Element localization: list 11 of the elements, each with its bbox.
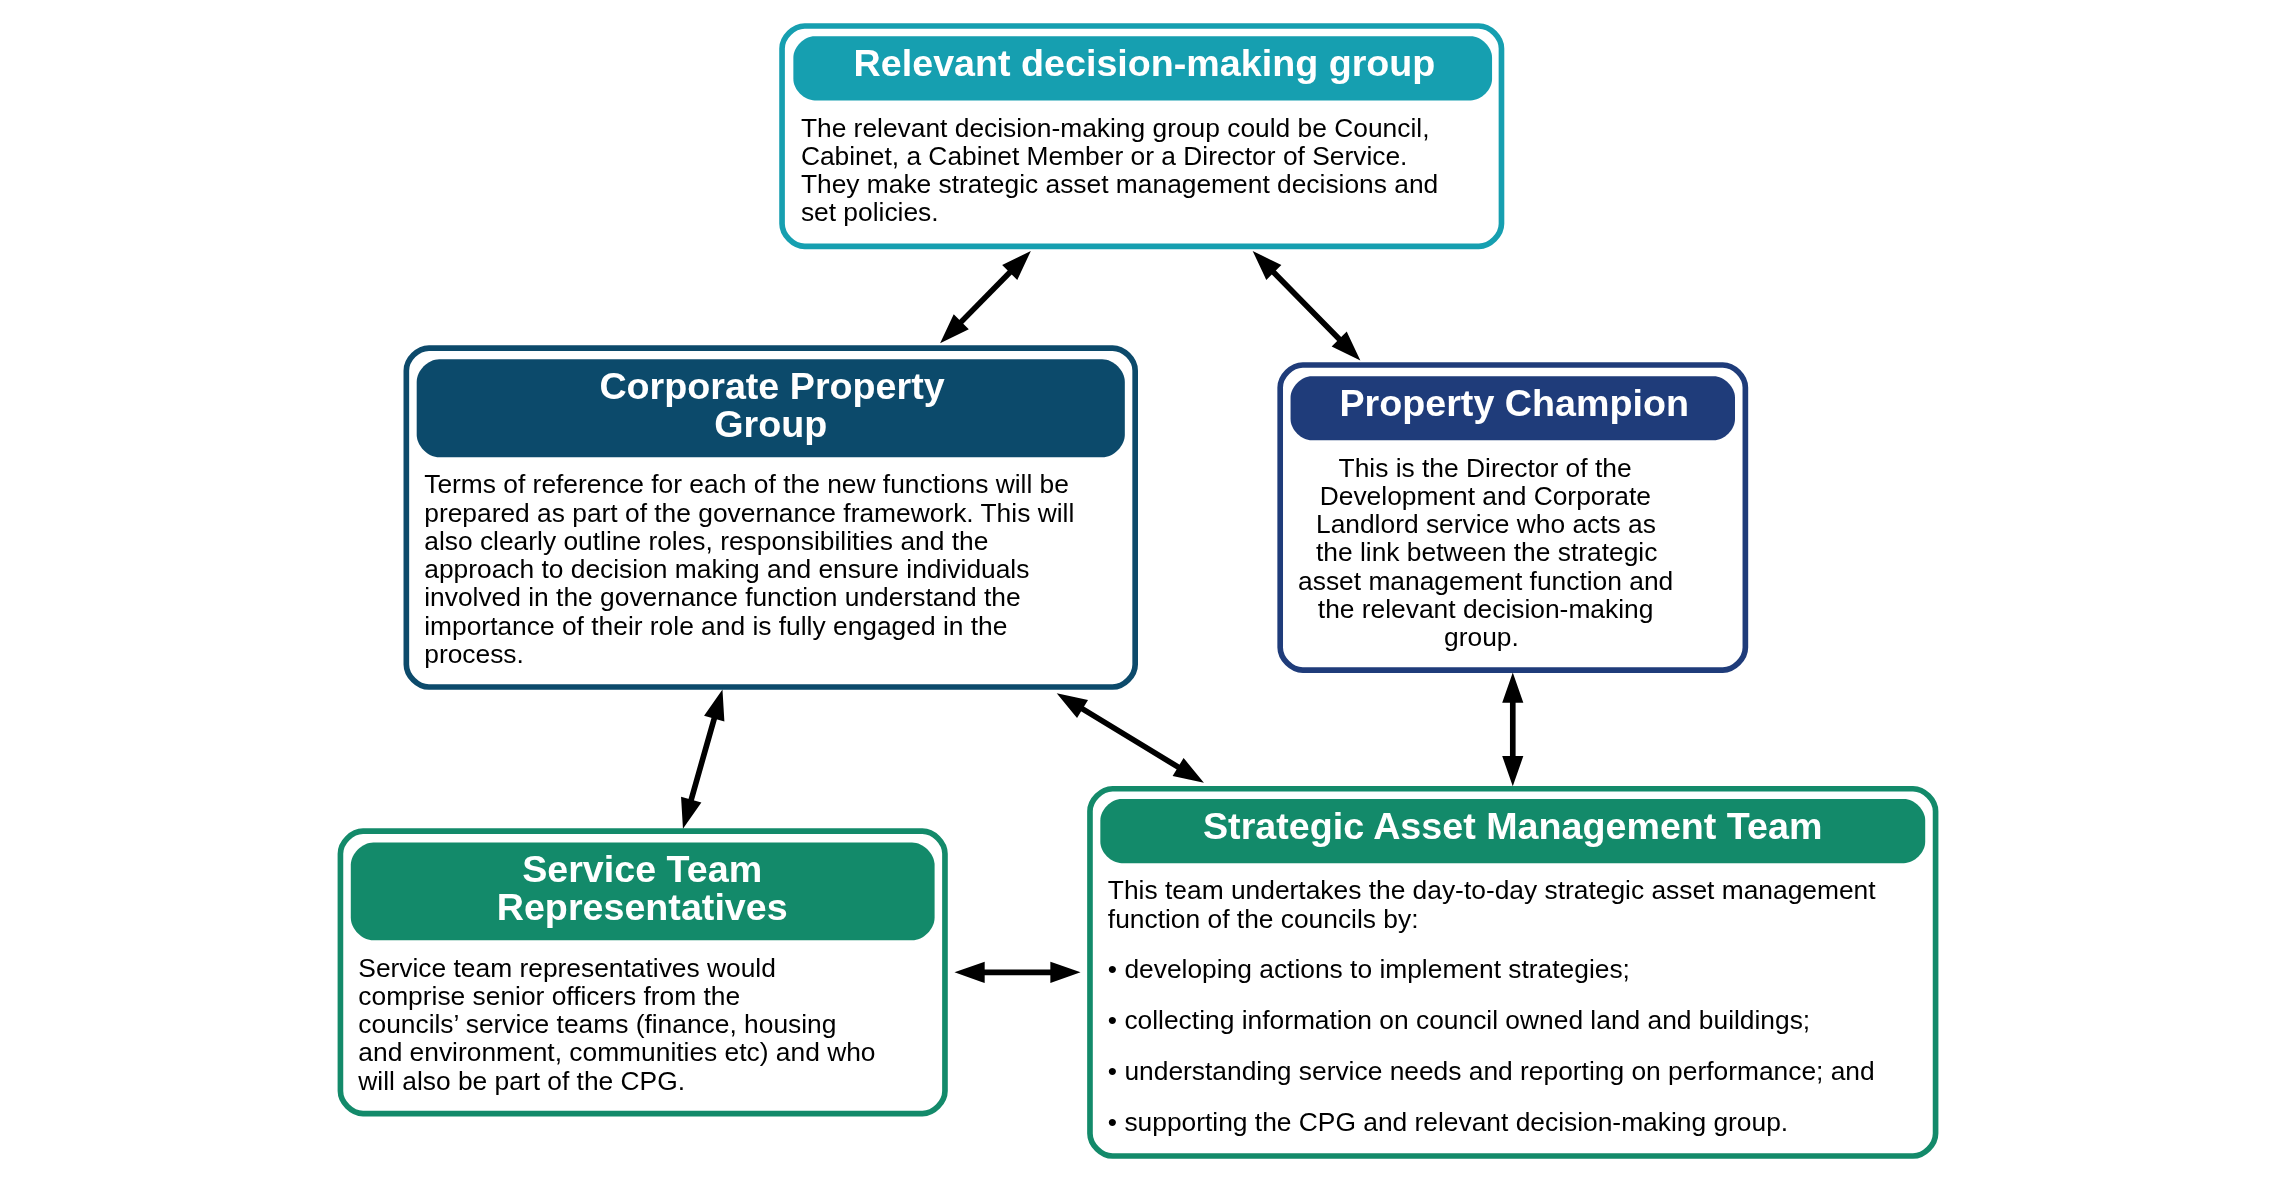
node-box: Strategic Asset Management Team This team undertakes the day-to-day strategic asset management function of the councils by: • developing actions to implement strategies; • collecting information on council owned land and buildings; • understanding service needs and reporting on performance; and • supporting the CPG and relevant decision-making group. bbox=[1087, 785, 1939, 1159]
arrow bbox=[681, 689, 725, 829]
arrow bbox=[940, 250, 1031, 344]
arrow bbox=[1056, 693, 1204, 783]
arrow bbox=[1252, 250, 1361, 361]
node-box: Relevant decision-making group The relevant decision-making group could be Council, Cabinet, a Cabinet Member or a Director of Service. They make strategic asset management decisions and set policies. bbox=[779, 23, 1505, 250]
arrow bbox=[1502, 672, 1524, 787]
node-box: Corporate Property Group Terms of reference for each of the new functions will be prepared as part of the governance framework. This will also clearly outline roles, responsibilities and the approach to decision making and ensure individuals involved in the governance function understand the importance of their role and is fully engaged in the process. bbox=[403, 345, 1138, 690]
node-box: Service Team Representatives Service team representatives would comprise senior officers from the councils’ service teams (finance, housing and environment, communities etc) and who will also be part of the CPG. bbox=[337, 828, 948, 1117]
arrow bbox=[954, 961, 1081, 983]
node-box: Property Champion This is the Director of the Development and Corporate Landlord service who acts as the link between the strategic asset management function and the relevant decision-making group. bbox=[1277, 362, 1749, 673]
